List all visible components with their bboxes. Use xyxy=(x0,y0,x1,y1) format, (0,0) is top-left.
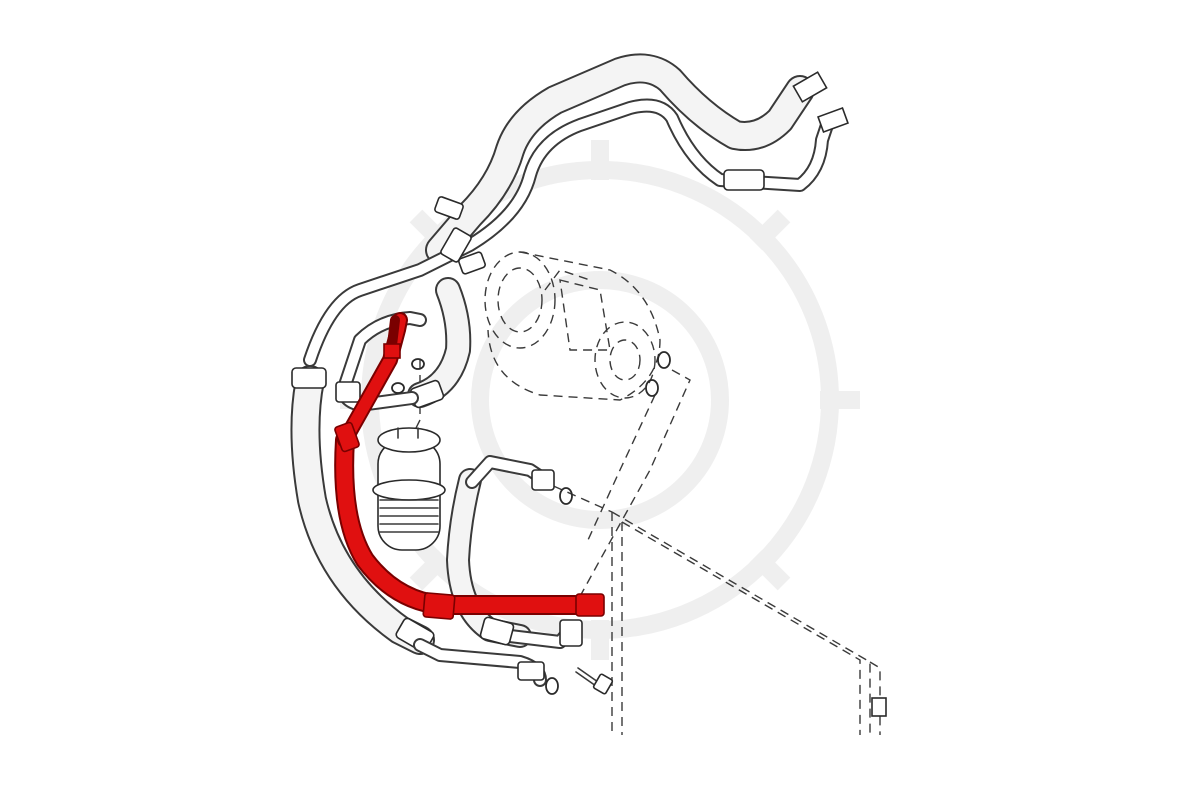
compressor-o-rings xyxy=(645,351,671,397)
suction-fitting xyxy=(792,71,828,103)
watermark-gear-icon xyxy=(340,140,860,660)
compressor xyxy=(484,251,661,401)
suction-hose-upper xyxy=(425,53,828,265)
connection-guides xyxy=(409,360,691,601)
lower-o-ring xyxy=(545,677,559,695)
condenser xyxy=(611,511,887,735)
liquid-fitting xyxy=(817,107,849,133)
suction-hose-lower xyxy=(290,365,435,655)
liquid-line-upper xyxy=(303,98,849,367)
drier-o-rings xyxy=(391,358,425,394)
highlighted-hose xyxy=(334,312,605,620)
discharge-hose xyxy=(446,455,583,649)
red-crimp-upper xyxy=(334,421,360,453)
lower-fitting xyxy=(517,661,545,681)
condenser-bracket xyxy=(871,697,887,717)
hose-crimp-upper xyxy=(291,367,327,389)
mounting-bolt xyxy=(575,667,614,695)
receiver-drier xyxy=(372,427,446,551)
lower-metal-pipe xyxy=(413,638,559,695)
hose-clamps xyxy=(434,196,486,275)
red-fitting-top xyxy=(383,343,401,359)
inline-coupling xyxy=(723,169,765,191)
red-fitting-end xyxy=(575,593,605,617)
red-crimp xyxy=(422,592,456,620)
